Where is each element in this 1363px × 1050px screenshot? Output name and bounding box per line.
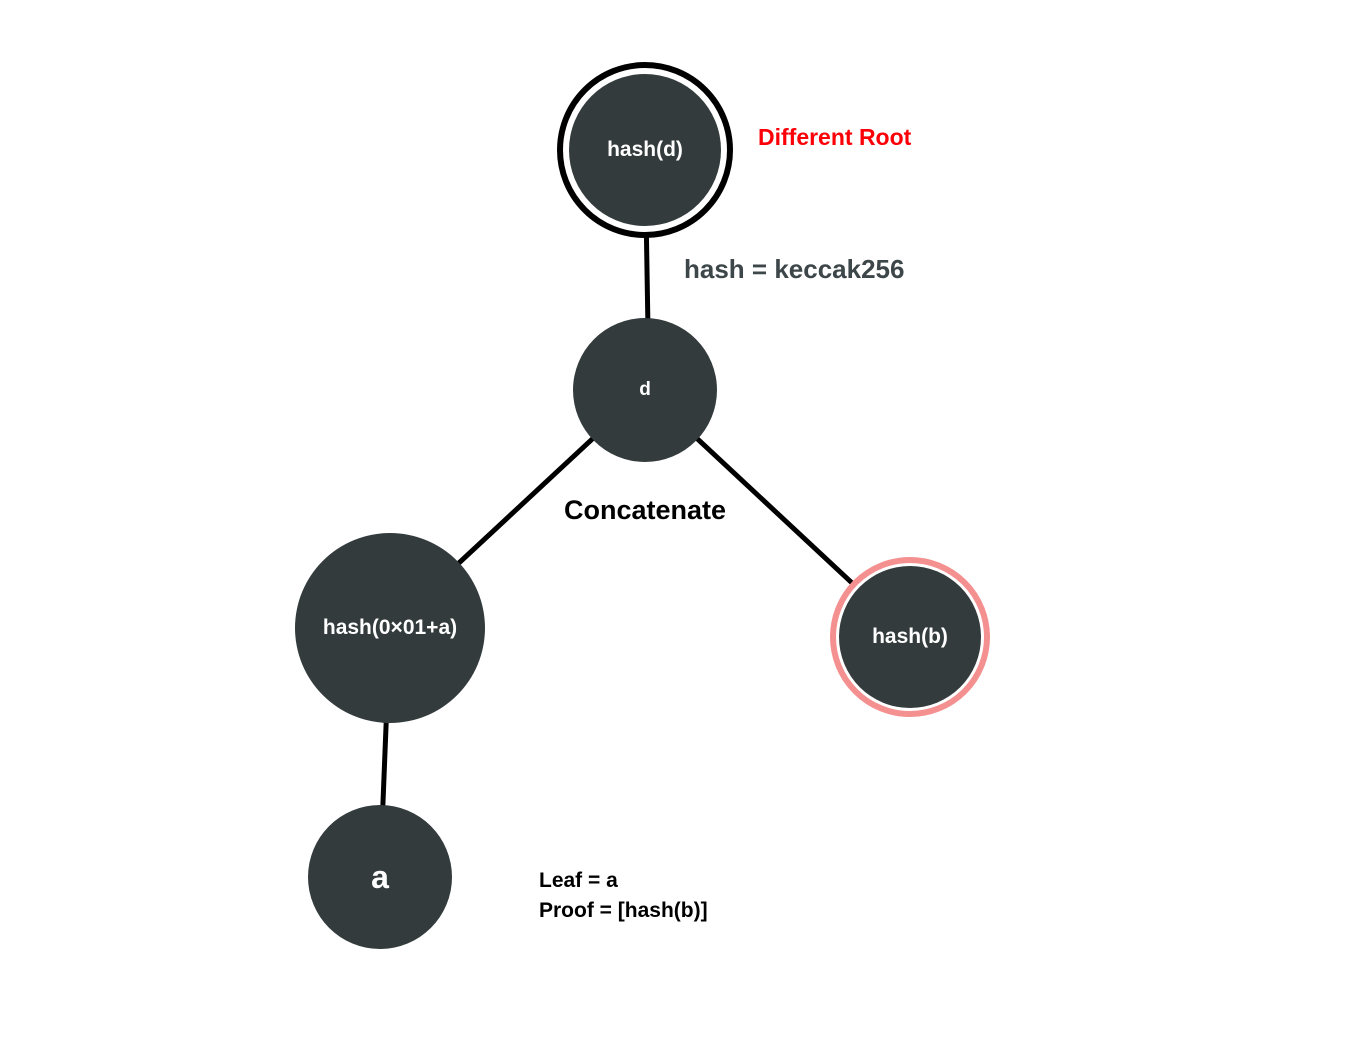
- node-hash-b: hash(b): [839, 566, 981, 708]
- root-node-ring: hash(d): [557, 62, 733, 238]
- hash-function-label: hash = keccak256: [684, 254, 905, 284]
- node-hash-b-ring: hash(b): [830, 557, 990, 717]
- node-leaf-a: a: [308, 805, 452, 949]
- root-node: hash(d): [569, 74, 721, 226]
- different-root-label: Different Root: [758, 124, 912, 150]
- proof-label: Proof = [hash(b)]: [539, 899, 708, 922]
- node-d: d: [573, 318, 717, 462]
- node-hash-b-label: hash(b): [872, 625, 948, 648]
- root-node-label: hash(d): [607, 138, 683, 161]
- leaf-label: Leaf = a: [539, 869, 618, 892]
- node-d-label: d: [639, 379, 651, 400]
- node-hash-left-label: hash(0×01+a): [322, 616, 458, 639]
- leaf-proof-block: Leaf = a Proof = [hash(b)]: [539, 866, 708, 926]
- node-hash-left: hash(0×01+a): [295, 533, 485, 723]
- concatenate-label: Concatenate: [564, 495, 727, 525]
- node-leaf-a-label: a: [371, 858, 389, 895]
